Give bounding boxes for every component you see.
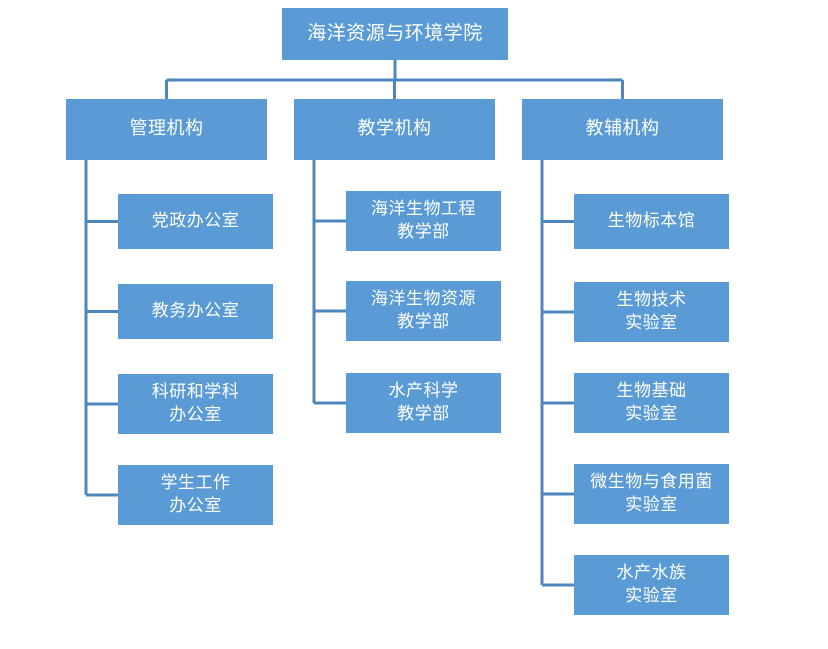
org-node-root[interactable]: 海洋资源与环境学院 xyxy=(282,8,508,60)
org-node-leaf-1-0[interactable]: 海洋生物工程 教学部 xyxy=(346,191,501,251)
org-node-leaf-1-1[interactable]: 海洋生物资源 教学部 xyxy=(346,281,501,341)
org-node-leaf-0-2[interactable]: 科研和学科 办公室 xyxy=(118,374,273,434)
org-node-branch-1[interactable]: 教学机构 xyxy=(294,99,495,160)
org-node-leaf-0-0[interactable]: 党政办公室 xyxy=(118,194,273,249)
org-node-leaf-2-3[interactable]: 微生物与食用菌 实验室 xyxy=(574,464,729,524)
org-node-leaf-0-1[interactable]: 教务办公室 xyxy=(118,284,273,339)
org-node-leaf-1-2[interactable]: 水产科学 教学部 xyxy=(346,373,501,433)
org-node-leaf-2-2[interactable]: 生物基础 实验室 xyxy=(574,373,729,433)
org-node-leaf-2-0[interactable]: 生物标本馆 xyxy=(574,194,729,249)
org-node-branch-0[interactable]: 管理机构 xyxy=(66,99,267,160)
org-node-leaf-0-3[interactable]: 学生工作 办公室 xyxy=(118,465,273,525)
org-node-branch-2[interactable]: 教辅机构 xyxy=(522,99,723,160)
org-node-leaf-2-1[interactable]: 生物技术 实验室 xyxy=(574,282,729,342)
org-node-leaf-2-4[interactable]: 水产水族 实验室 xyxy=(574,555,729,615)
